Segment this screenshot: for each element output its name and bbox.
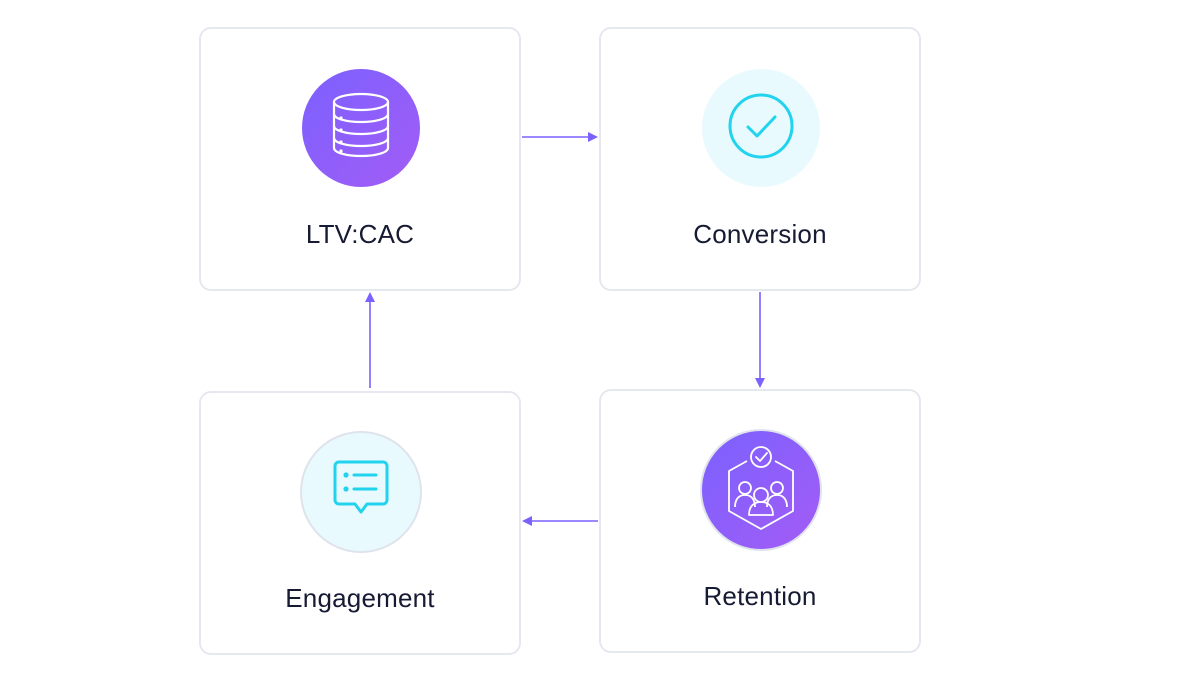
engagement-icon-circle bbox=[300, 431, 422, 553]
engagement-label: Engagement bbox=[285, 583, 435, 613]
team-hexagon-icon bbox=[721, 443, 801, 538]
ltv-cac-icon-circle bbox=[302, 69, 420, 187]
card-engagement: Engagement bbox=[199, 391, 521, 655]
check-circle-icon bbox=[726, 91, 796, 166]
retention-label: Retention bbox=[703, 581, 817, 611]
card-retention: Retention bbox=[599, 389, 921, 653]
database-icon bbox=[328, 91, 394, 166]
ltv-cac-label: LTV:CAC bbox=[305, 219, 415, 249]
retention-icon-circle bbox=[700, 429, 822, 551]
card-conversion: Conversion bbox=[599, 27, 921, 291]
conversion-icon-circle bbox=[702, 69, 820, 187]
chat-list-icon bbox=[329, 458, 393, 527]
card-ltv-cac: LTV:CAC bbox=[199, 27, 521, 291]
conversion-label: Conversion bbox=[693, 219, 827, 249]
